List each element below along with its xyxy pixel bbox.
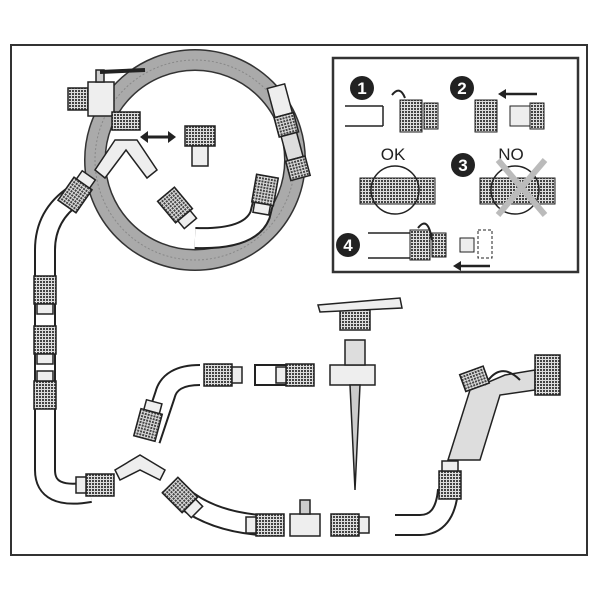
step-1-number: 1 bbox=[357, 79, 366, 98]
ok-highlight-circle bbox=[370, 165, 420, 215]
tap-with-y-splitter bbox=[67, 68, 159, 180]
step-1-badge bbox=[350, 76, 374, 100]
step-3-number: 3 bbox=[458, 156, 467, 175]
step-2-number: 2 bbox=[457, 79, 466, 98]
step-4-badge bbox=[336, 233, 360, 257]
step-4-number: 4 bbox=[343, 236, 353, 255]
rotate-arrow-icon bbox=[391, 89, 406, 99]
shutoff-valve bbox=[289, 499, 321, 537]
swap-arrow-icon bbox=[140, 131, 176, 143]
instructions-inset: 1 2 OK 3 NO 4 bbox=[331, 56, 580, 274]
step-2-badge bbox=[450, 76, 474, 100]
no-label: NO bbox=[498, 145, 524, 164]
cross-icon bbox=[495, 158, 548, 217]
ok-label: OK bbox=[381, 145, 406, 164]
outer-frame bbox=[10, 44, 588, 556]
step-3-badge bbox=[451, 153, 475, 177]
spray-gun bbox=[446, 354, 561, 461]
spray-nozzle bbox=[266, 82, 312, 182]
impulse-sprinkler bbox=[317, 297, 403, 491]
y-splitter bbox=[114, 454, 166, 482]
tap-adapter bbox=[184, 125, 216, 167]
